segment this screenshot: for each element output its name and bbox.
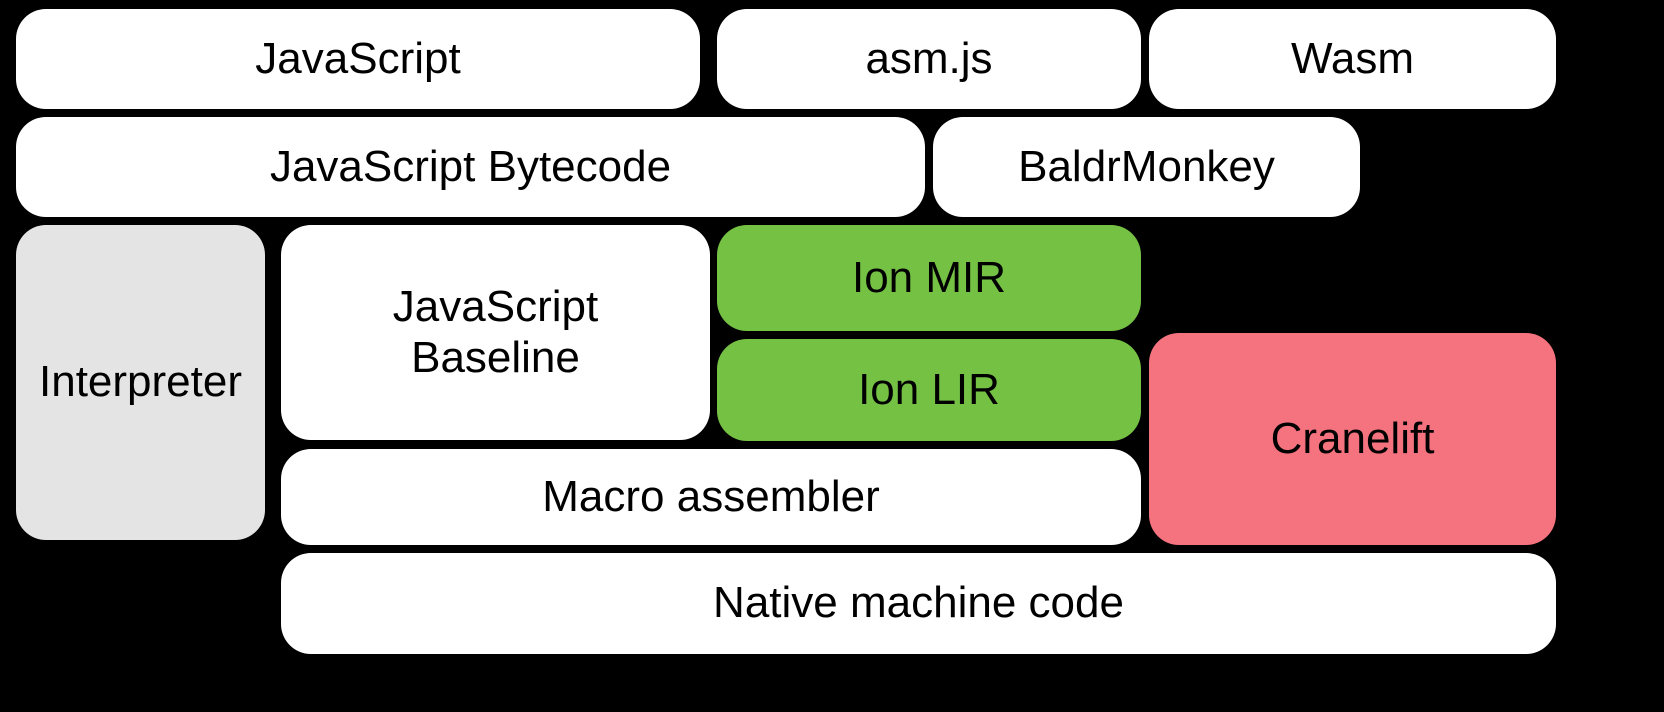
node-javascript-bytecode: JavaScript Bytecode [16, 117, 925, 217]
node-javascript-bytecode-label: JavaScript Bytecode [269, 141, 672, 191]
node-cranelift: Cranelift [1149, 333, 1556, 545]
node-ion-lir-label: Ion LIR [858, 364, 1000, 414]
node-javascript-baseline: JavaScript Baseline [281, 225, 710, 440]
node-baldrmonkey-label: BaldrMonkey [1018, 141, 1275, 191]
node-native-machine-code: Native machine code [281, 553, 1556, 654]
node-wasm-label: Wasm [1290, 33, 1415, 83]
node-asmjs: asm.js [717, 9, 1141, 109]
node-interpreter-label: Interpreter [39, 357, 242, 407]
node-baldrmonkey: BaldrMonkey [933, 117, 1360, 217]
node-macro-assembler-label: Macro assembler [542, 471, 880, 521]
node-native-machine-code-label: Native machine code [713, 578, 1124, 628]
node-cranelift-label: Cranelift [1270, 413, 1435, 463]
node-ion-lir: Ion LIR [717, 339, 1141, 441]
node-asmjs-label: asm.js [865, 33, 993, 83]
node-interpreter: Interpreter [16, 225, 265, 540]
node-javascript: JavaScript [16, 9, 700, 109]
node-macro-assembler: Macro assembler [281, 449, 1141, 545]
node-javascript-label: JavaScript [255, 33, 461, 83]
node-javascript-baseline-label: JavaScript Baseline [392, 281, 599, 382]
node-ion-mir: Ion MIR [717, 225, 1141, 331]
node-ion-mir-label: Ion MIR [851, 252, 1007, 302]
node-wasm: Wasm [1149, 9, 1556, 109]
